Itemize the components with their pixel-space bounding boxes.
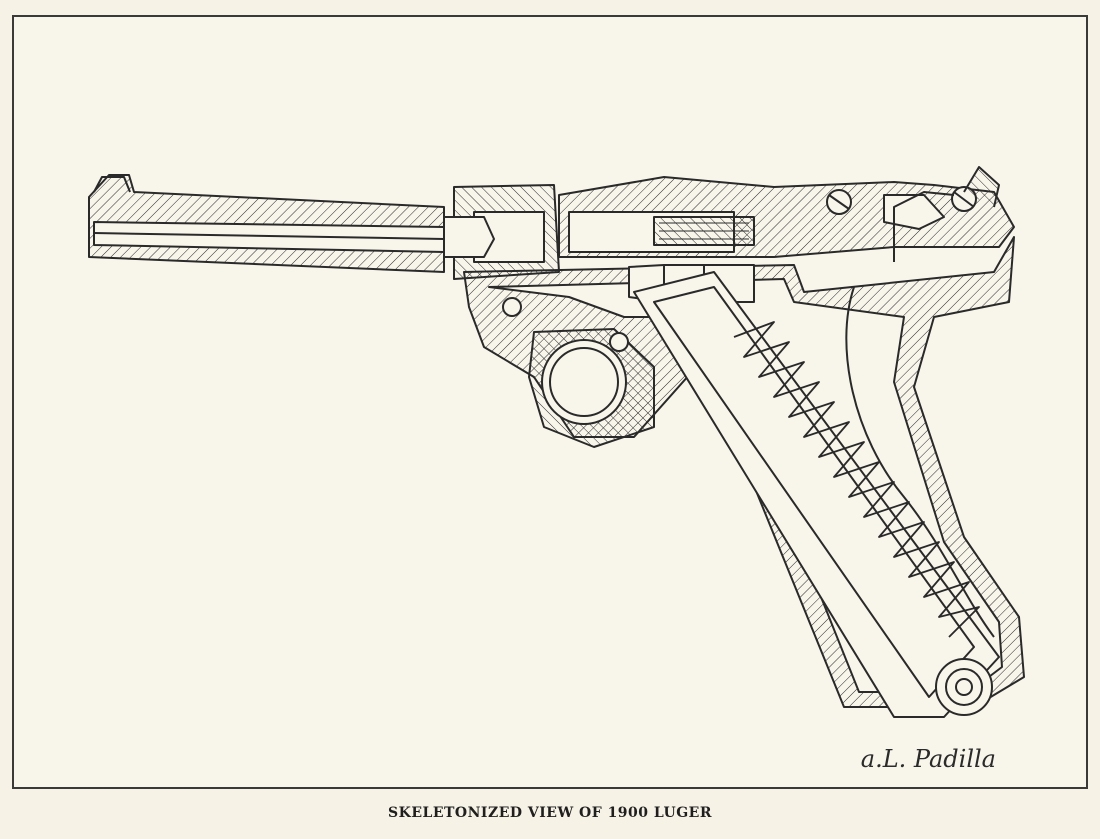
artist-signature: a.L. Padilla (860, 745, 996, 773)
toggle-assembly (558, 176, 1015, 258)
recoil-spring-link (845, 286, 995, 638)
barrel (88, 174, 445, 273)
frame-pin (502, 297, 522, 317)
front-sight (93, 176, 131, 193)
trigger-guard (528, 328, 655, 448)
frame-pin (609, 332, 629, 352)
luger-cutaway-drawing (88, 166, 1025, 718)
receiver (443, 184, 560, 280)
safety-lever (963, 166, 1000, 208)
illustration-plate: a.L. Padilla (12, 15, 1088, 789)
toggle-link (893, 191, 955, 262)
figure-caption: SKELETONIZED VIEW OF 1900 LUGER (388, 805, 712, 821)
magazine-base (935, 658, 993, 716)
